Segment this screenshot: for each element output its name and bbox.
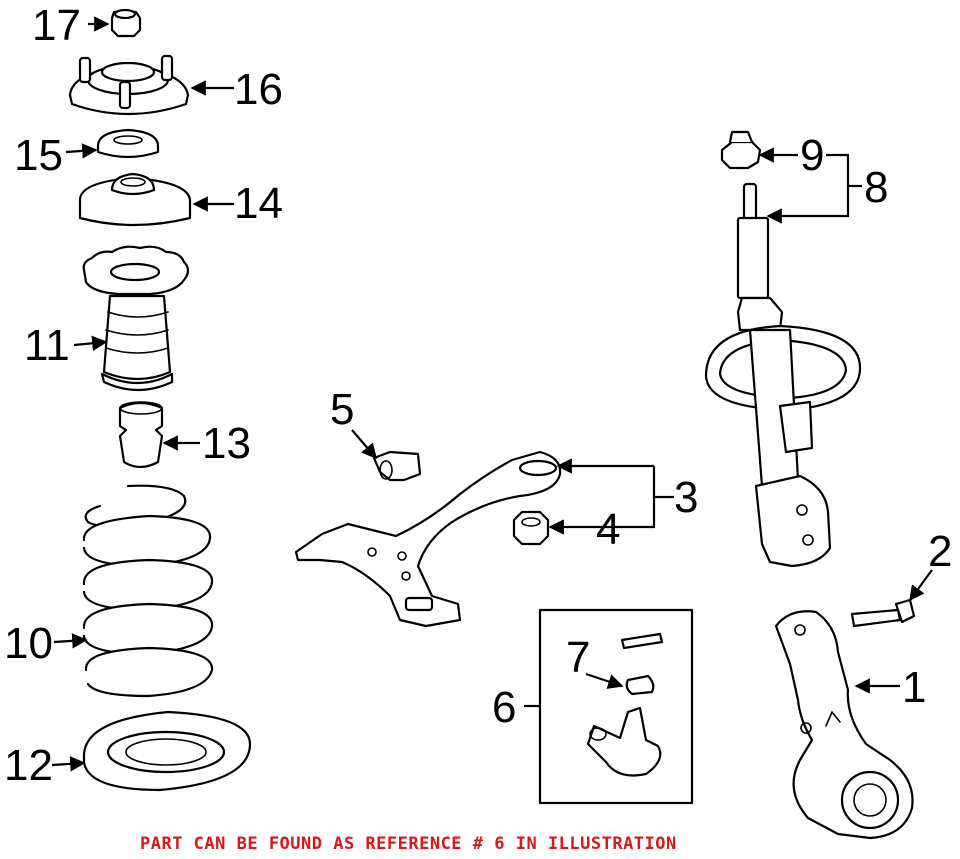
callout-5: 5 [330,385,354,434]
callout-10: 10 [4,619,53,668]
part-2-bolt [850,598,916,628]
callout-1: 1 [902,663,926,712]
part-15-washer [96,128,160,159]
footer-note: PART CAN BE FOUND AS REFERENCE # 6 IN IL… [140,834,677,854]
callout-14: 14 [234,179,283,228]
part-14-spring-seat [78,172,192,227]
part-13-bump-stop [118,401,164,469]
part-12-lower-insulator [82,710,252,792]
callout-numbers: 17 16 15 14 11 13 10 12 5 3 4 6 7 9 8 2 … [4,1,952,790]
part-17-nut [110,8,142,38]
part-4-bushing [512,510,550,546]
callout-17: 17 [32,1,81,50]
callout-16: 16 [234,65,283,114]
part-5-bracket [372,450,422,482]
part-6-ball-joint-kit [538,608,694,805]
callout-15: 15 [14,131,63,180]
callout-12: 12 [4,741,53,790]
callout-11: 11 [24,321,70,370]
leader-lines [51,16,933,772]
part-9-strut-nut [720,130,762,170]
part-1-steering-knuckle [774,610,914,840]
callout-2: 2 [928,527,952,576]
callout-6: 6 [492,683,516,732]
callout-3: 3 [674,473,698,522]
callout-4: 4 [596,505,620,554]
callout-8: 8 [864,163,888,212]
callout-13: 13 [202,419,251,468]
part-10-coil-spring [82,484,214,698]
part-11-dust-boot [82,245,190,392]
part-3-lower-control-arm [294,450,562,628]
callout-7: 7 [566,633,590,682]
part-8-strut-assembly [704,182,862,568]
part-16-upper-mount [68,54,190,116]
callout-9: 9 [800,131,824,180]
